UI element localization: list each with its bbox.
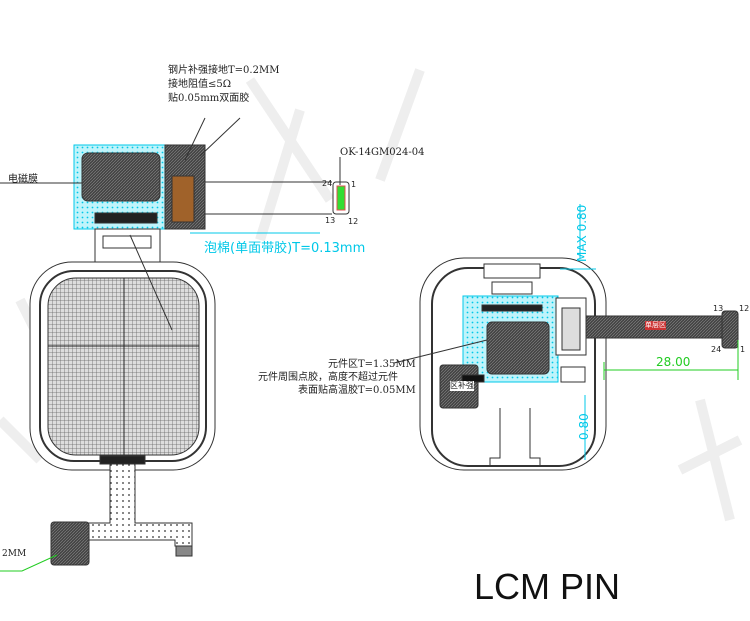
stiffener-note-2: 接地阻值≤5Ω — [168, 79, 232, 90]
lower-dimension: 0.80 — [577, 413, 591, 440]
connector-part-label: OK-14GM024-04 — [340, 147, 425, 158]
stiffener-note-3: 贴0.05mm双面胶 — [168, 93, 250, 104]
pin-1: 1 — [351, 180, 357, 189]
emi-film-label: 电磁膜 — [8, 174, 38, 185]
foam-note: 泡棉(单面带胶)T=0.13mm — [204, 241, 366, 256]
block-label: 区补强 — [450, 381, 474, 391]
stiffener-note-1: 钢片补强接地T=0.2MM — [168, 65, 280, 76]
pin-24: 24 — [322, 179, 333, 188]
component-note-1: 元件区T=1.35MM — [328, 359, 416, 370]
pin-24-right: 24 — [711, 345, 722, 354]
max-dimension: MAX 0.80 — [575, 204, 589, 262]
pin-13: 13 — [325, 216, 336, 225]
component-note-3: 表面贴高温胶T=0.05MM — [298, 385, 416, 396]
left-view — [0, 117, 350, 572]
single-layer-label: 单层区 — [645, 321, 666, 330]
pin-12: 12 — [348, 217, 359, 226]
pin-1-right: 1 — [740, 345, 746, 354]
pin-12-right: 12 — [739, 304, 750, 313]
right-view — [393, 204, 739, 471]
length-dimension: 28.00 — [656, 355, 691, 369]
component-note-2: 元件周围点胶，高度不超过元件 — [258, 372, 398, 383]
pin-13-right: 13 — [713, 304, 724, 313]
page-title: LCM PIN — [474, 566, 621, 607]
bottom-note: 2MM — [2, 549, 27, 559]
